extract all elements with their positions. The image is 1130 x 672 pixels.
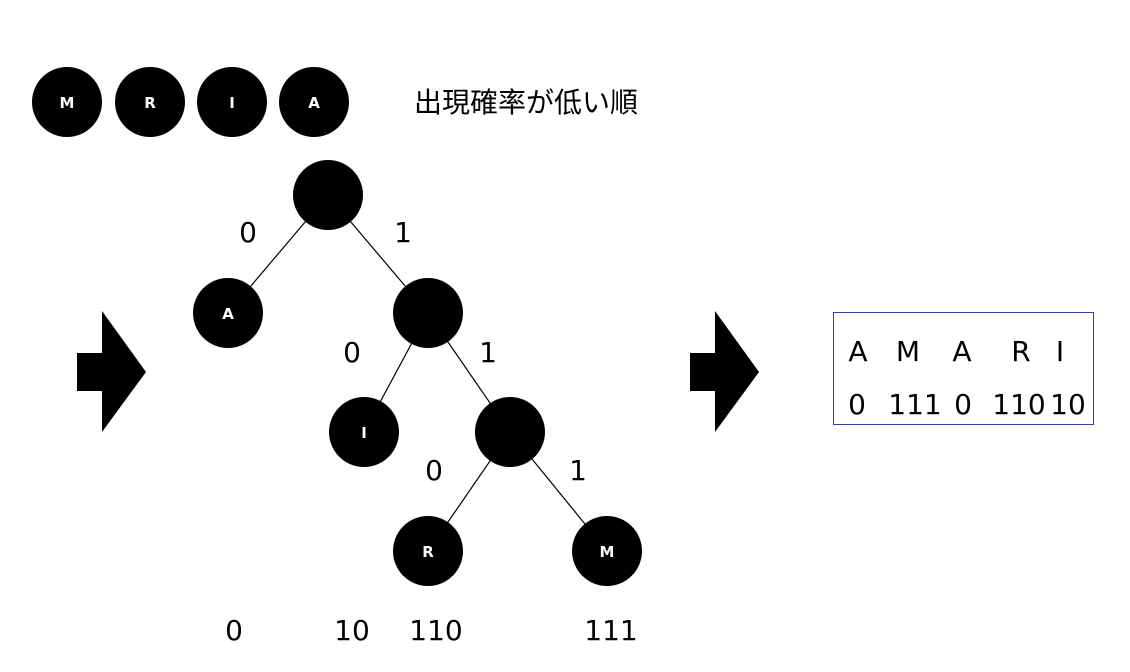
result-code: 111 <box>888 388 941 421</box>
order-row: M R I A 出現確率が低い順 <box>32 67 638 137</box>
result-code: 10 <box>1050 388 1086 421</box>
result-code: 0 <box>954 388 972 421</box>
edge-label: 0 <box>239 216 257 249</box>
tree-node-i <box>329 397 399 467</box>
edge-label: 1 <box>394 216 412 249</box>
symbol-label: R <box>144 94 156 112</box>
node-label: R <box>422 543 434 561</box>
code-r: 110 <box>409 614 462 647</box>
code-i: 10 <box>334 614 370 647</box>
edge-label: 1 <box>569 454 587 487</box>
result-code: 110 <box>992 388 1045 421</box>
node-label: I <box>361 424 367 442</box>
tree-edges <box>227 194 608 552</box>
right-arrow-icon <box>77 311 146 432</box>
symbol-label: I <box>229 94 235 112</box>
order-caption: 出現確率が低い順 <box>414 86 638 119</box>
symbol-node-r <box>115 67 185 137</box>
right-arrow-icon <box>690 311 759 432</box>
result-letter: A <box>952 335 971 368</box>
tree-node-m <box>572 516 642 586</box>
code-a: 0 <box>225 614 243 647</box>
result-code: 0 <box>848 388 866 421</box>
result-letter: A <box>848 335 867 368</box>
symbol-label: A <box>308 94 320 112</box>
result-letter: R <box>1011 335 1030 368</box>
result-letter: M <box>896 335 920 368</box>
result-box: A M A R I 0 111 0 110 10 <box>833 312 1094 425</box>
tree-node-a <box>193 278 263 348</box>
tree-node-r <box>393 516 463 586</box>
result-letter: I <box>1056 335 1064 368</box>
symbol-node-m <box>32 67 102 137</box>
node-label: M <box>600 543 615 561</box>
tree-node-internal <box>475 397 545 467</box>
symbol-label: M <box>60 94 75 112</box>
node-label: A <box>222 305 234 323</box>
edge-label: 0 <box>425 454 443 487</box>
symbol-node-i <box>197 67 267 137</box>
result-box-border <box>833 312 1094 425</box>
edge-label: 1 <box>479 336 497 369</box>
edge-label: 0 <box>343 336 361 369</box>
tree-node-internal <box>393 278 463 348</box>
tree-node-root <box>293 160 363 230</box>
code-m: 111 <box>584 614 637 647</box>
symbol-node-a <box>279 67 349 137</box>
